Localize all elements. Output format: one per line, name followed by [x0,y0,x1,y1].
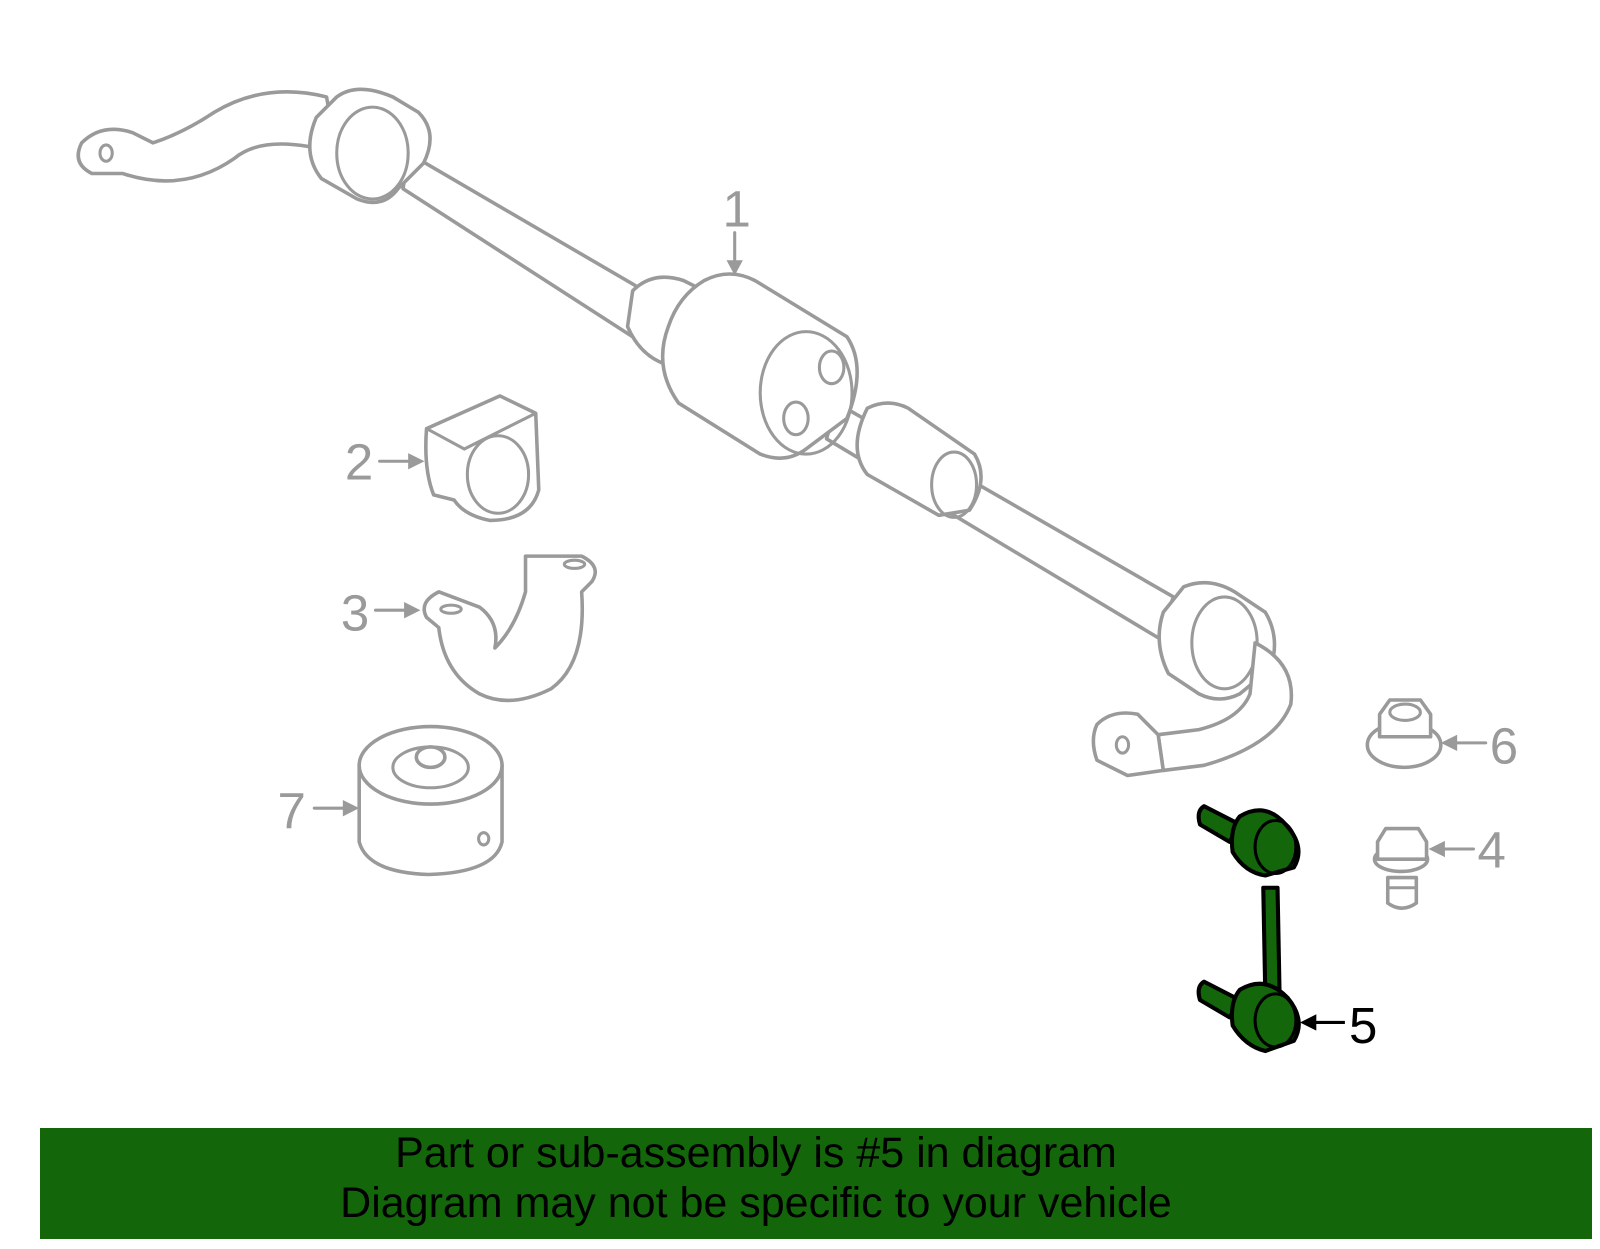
callout-5: 5 [1300,997,1377,1054]
part-3-bracket[interactable] [422,554,597,703]
svg-text:7: 7 [278,783,306,840]
part-5-stabilizer-link[interactable] [1196,804,1301,1054]
svg-text:5: 5 [1349,997,1377,1054]
part-6-nut[interactable] [1365,698,1443,770]
part-7-mount[interactable] [357,724,504,877]
callout-2: 2 [345,434,425,491]
svg-text:1: 1 [722,181,750,238]
banner-line-2: Diagram may not be specific to your vehi… [340,1179,1172,1227]
callout-7: 7 [278,783,360,840]
part-2-bushing[interactable] [424,394,541,523]
svg-text:3: 3 [341,585,369,642]
svg-text:4: 4 [1478,821,1506,878]
callout-6: 6 [1440,717,1518,774]
part-1-stabilizer-bar[interactable] [76,87,1294,778]
info-banner: Part or sub-assembly is #5 in diagram Di… [40,1128,1592,1239]
callout-1: 1 [722,181,751,276]
callout-4: 4 [1428,821,1506,878]
svg-text:2: 2 [345,434,373,491]
part-4-bolt[interactable] [1372,826,1430,910]
callout-3: 3 [341,585,421,642]
svg-text:6: 6 [1490,717,1518,774]
banner-line-1: Part or sub-assembly is #5 in diagram [395,1129,1117,1177]
